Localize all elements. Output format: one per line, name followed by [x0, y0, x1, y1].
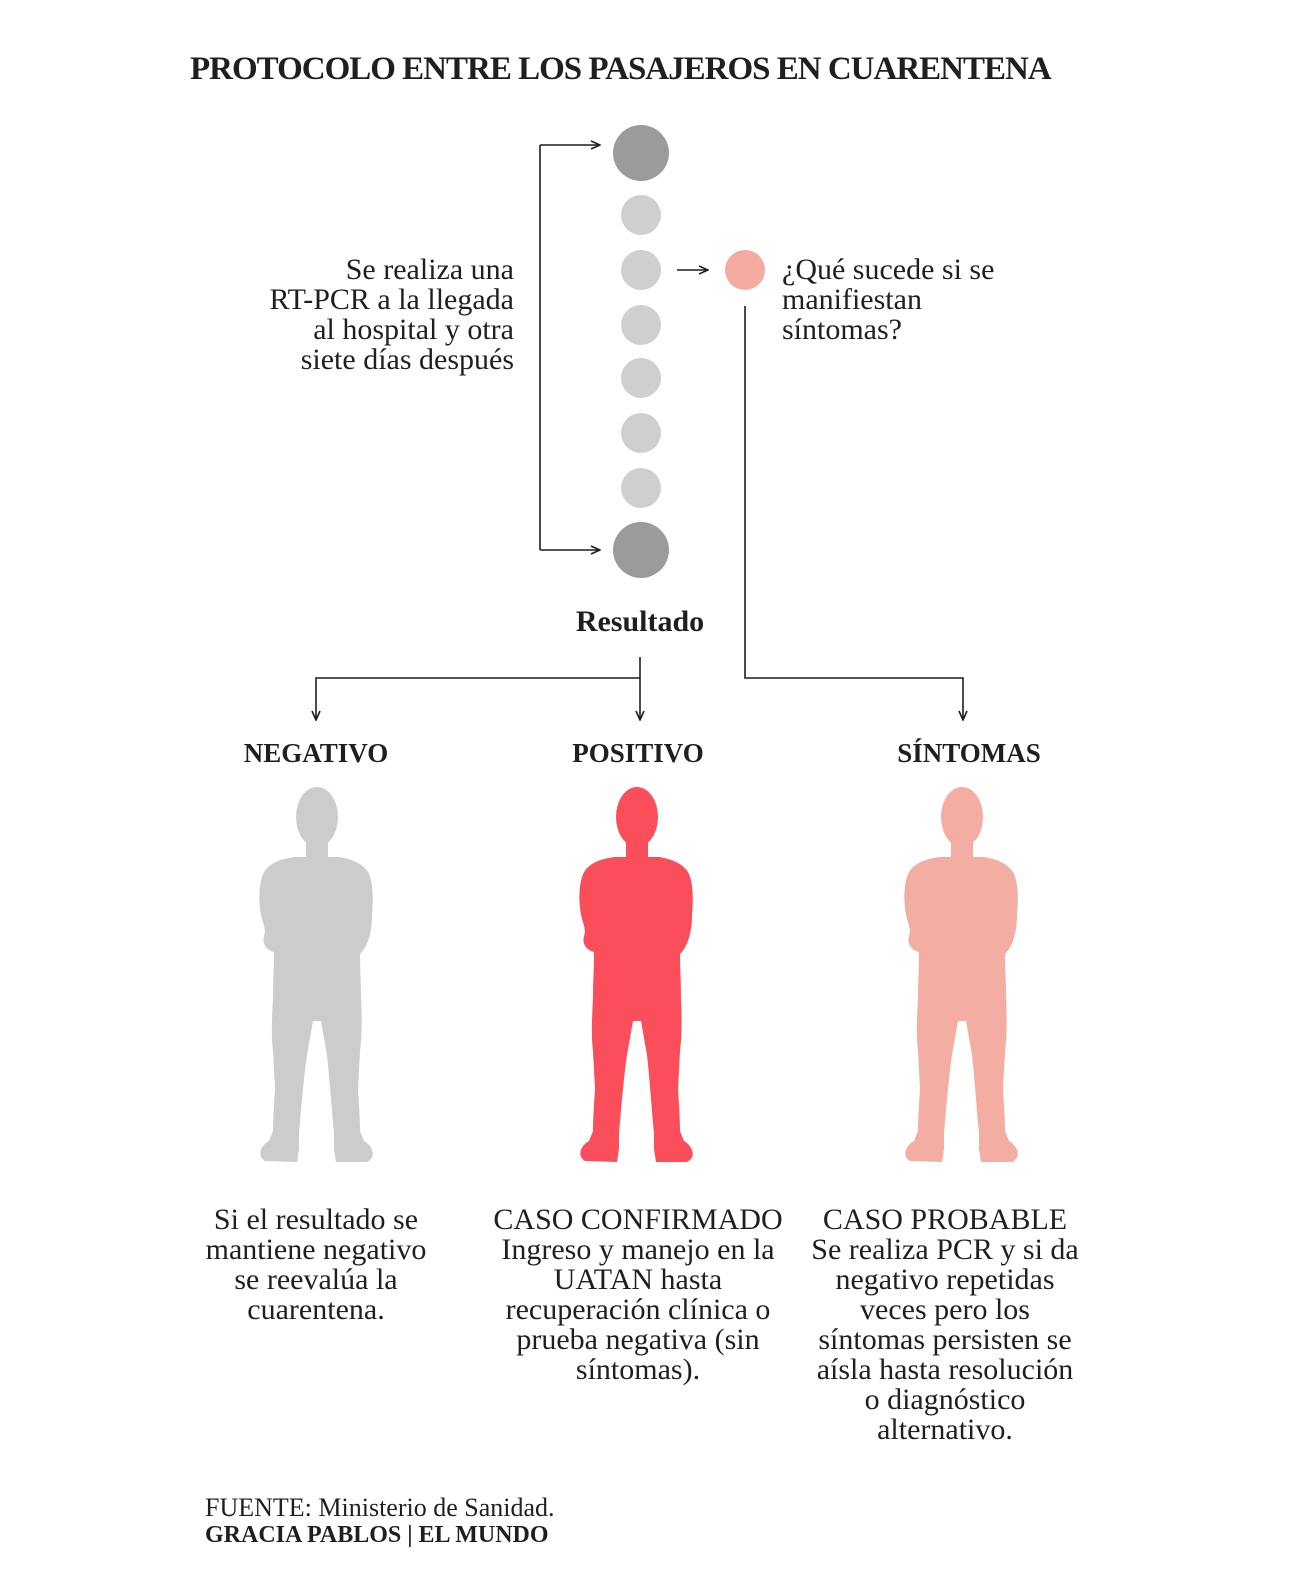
- negative-description-line: mantiene negativo: [205, 1233, 427, 1266]
- symptom-question-line: síntomas?: [782, 313, 902, 346]
- infographic-title: PROTOCOLO ENTRE LOS PASAJEROS EN CUARENT…: [190, 51, 1052, 87]
- symptoms-description-line: o diagnóstico: [864, 1383, 1026, 1416]
- symptom-question-line: ¿Qué sucede si se: [782, 253, 995, 286]
- positive-description-line: síntomas).: [575, 1353, 701, 1386]
- day-seven-pcr-circle: [613, 522, 669, 578]
- negative-description-line: cuarentena.: [247, 1293, 385, 1326]
- negative-person-figure: [259, 787, 373, 1162]
- positive-person-figure: [579, 787, 693, 1162]
- quarantine-day-circle: [621, 195, 661, 235]
- positive-heading: POSITIVO: [572, 738, 704, 768]
- negative-heading: NEGATIVO: [243, 738, 389, 768]
- quarantine-day-circle: [621, 305, 661, 345]
- positive-case-label: CASO CONFIRMADO: [493, 1203, 783, 1236]
- positive-description: CASO CONFIRMADO Ingreso y manejo en la U…: [473, 1205, 803, 1385]
- arrival-pcr-circle: [613, 125, 669, 181]
- symptom-question: ¿Qué sucede si se manifiestan síntomas?: [782, 255, 1112, 345]
- arrow-to-symptoms-outcome: [744, 306, 963, 720]
- negative-description: Si el resultado se mantiene negativo se …: [151, 1205, 481, 1325]
- symptoms-description-line: aísla hasta resolución: [816, 1353, 1074, 1386]
- symptoms-description-line: síntomas persisten se: [818, 1323, 1072, 1356]
- arrow-to-negative-outcome: [316, 677, 640, 720]
- symptoms-heading: SÍNTOMAS: [897, 738, 1041, 768]
- quarantine-day-circle: [621, 250, 661, 290]
- quarantine-day-circle: [621, 413, 661, 453]
- pcr-test-note-line: RT-PCR a la llegada: [269, 283, 514, 316]
- symptom-circle: [725, 250, 765, 290]
- symptoms-person-figure: [904, 787, 1018, 1162]
- symptom-question-line: manifiestan: [782, 283, 922, 316]
- positive-description-line: recuperación clínica o: [505, 1293, 771, 1326]
- symptoms-description-line: negativo repetidas: [835, 1263, 1055, 1296]
- pcr-test-note-line: al hospital y otra: [313, 313, 514, 346]
- negative-description-line: se reevalúa la: [234, 1263, 398, 1296]
- positive-description-line: prueba negativa (sin: [516, 1323, 760, 1356]
- symptoms-case-label: CASO PROBABLE: [822, 1203, 1068, 1236]
- positive-description-line: Ingreso y manejo en la: [501, 1233, 775, 1266]
- result-label: Resultado: [575, 605, 705, 638]
- pcr-test-note-line: siete días después: [300, 343, 514, 376]
- quarantine-day-circle: [621, 358, 661, 398]
- pcr-test-note-line: Se realiza una: [345, 253, 514, 286]
- symptoms-description-line: veces pero los: [860, 1293, 1030, 1326]
- pcr-test-note: Se realiza una RT-PCR a la llegada al ho…: [180, 255, 514, 375]
- footer-credit: GRACIA PABLOS | EL MUNDO: [205, 1522, 549, 1548]
- symptoms-description-line: Se realiza PCR y si da: [811, 1233, 1079, 1266]
- symptoms-description: CASO PROBABLE Se realiza PCR y si da neg…: [780, 1205, 1110, 1445]
- symptoms-description-line: alternativo.: [877, 1413, 1013, 1446]
- footer-source: FUENTE: Ministerio de Sanidad.: [205, 1493, 555, 1522]
- negative-description-line: Si el resultado se: [213, 1203, 419, 1236]
- quarantine-day-circle: [621, 468, 661, 508]
- positive-description-line: UATAN hasta: [553, 1263, 723, 1296]
